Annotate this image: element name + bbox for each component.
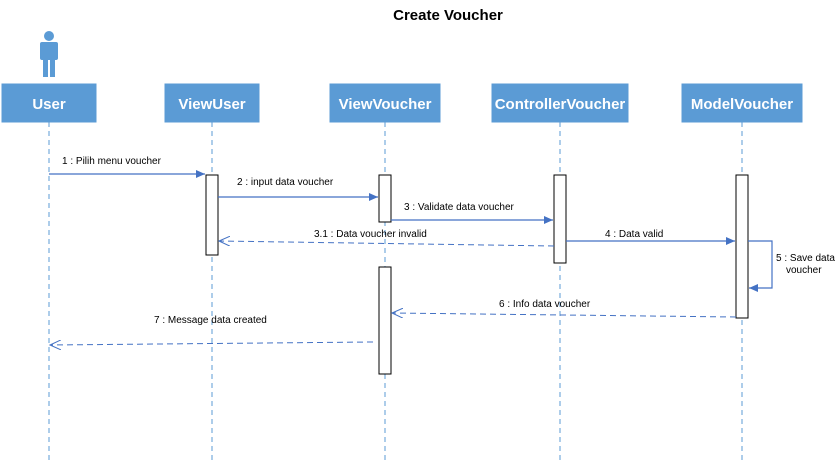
message-label: 7 : Message data created (154, 315, 267, 326)
message-1: 1 : Pilih menu voucher (49, 156, 205, 178)
message-label-line1: 5 : Save data (776, 253, 835, 264)
participant-viewvoucher: ViewVoucher (329, 83, 441, 123)
message-label: 6 : Info data voucher (499, 299, 591, 310)
diagram-title: Create Voucher (393, 7, 503, 24)
participant-viewuser: ViewUser (164, 83, 260, 123)
message-label: 2 : input data voucher (237, 177, 334, 188)
participant-label: ViewUser (178, 96, 245, 113)
message-label: 1 : Pilih menu voucher (62, 156, 162, 167)
message-4: 4 : Data valid (566, 229, 735, 245)
participant-user: User (1, 83, 97, 123)
participant-label: ControllerVoucher (495, 96, 626, 113)
message-label-line2: voucher (786, 265, 822, 276)
participant-controllervoucher: ControllerVoucher (491, 83, 629, 123)
participant-label: User (32, 96, 66, 113)
activation-controllervoucher (553, 174, 567, 264)
message-5: 5 : Save data voucher (748, 240, 835, 292)
participant-label: ModelVoucher (691, 96, 793, 113)
activation-modelvoucher (735, 174, 749, 319)
message-label: 3.1 : Data voucher invalid (314, 229, 427, 240)
message-3-1: 3.1 : Data voucher invalid (219, 229, 555, 247)
activation-viewuser (205, 174, 219, 256)
message-6: 6 : Info data voucher (392, 299, 737, 317)
message-7: 7 : Message data created (50, 315, 374, 345)
message-2: 2 : input data voucher (218, 177, 378, 201)
user-actor-icon (40, 31, 58, 77)
activation-viewvoucher-1 (378, 174, 392, 223)
message-3: 3 : Validate data voucher (391, 202, 553, 224)
message-label: 4 : Data valid (605, 229, 663, 240)
message-label: 3 : Validate data voucher (404, 202, 515, 213)
participant-label: ViewVoucher (339, 96, 432, 113)
participant-modelvoucher: ModelVoucher (681, 83, 803, 123)
activation-viewvoucher-2 (378, 266, 392, 375)
